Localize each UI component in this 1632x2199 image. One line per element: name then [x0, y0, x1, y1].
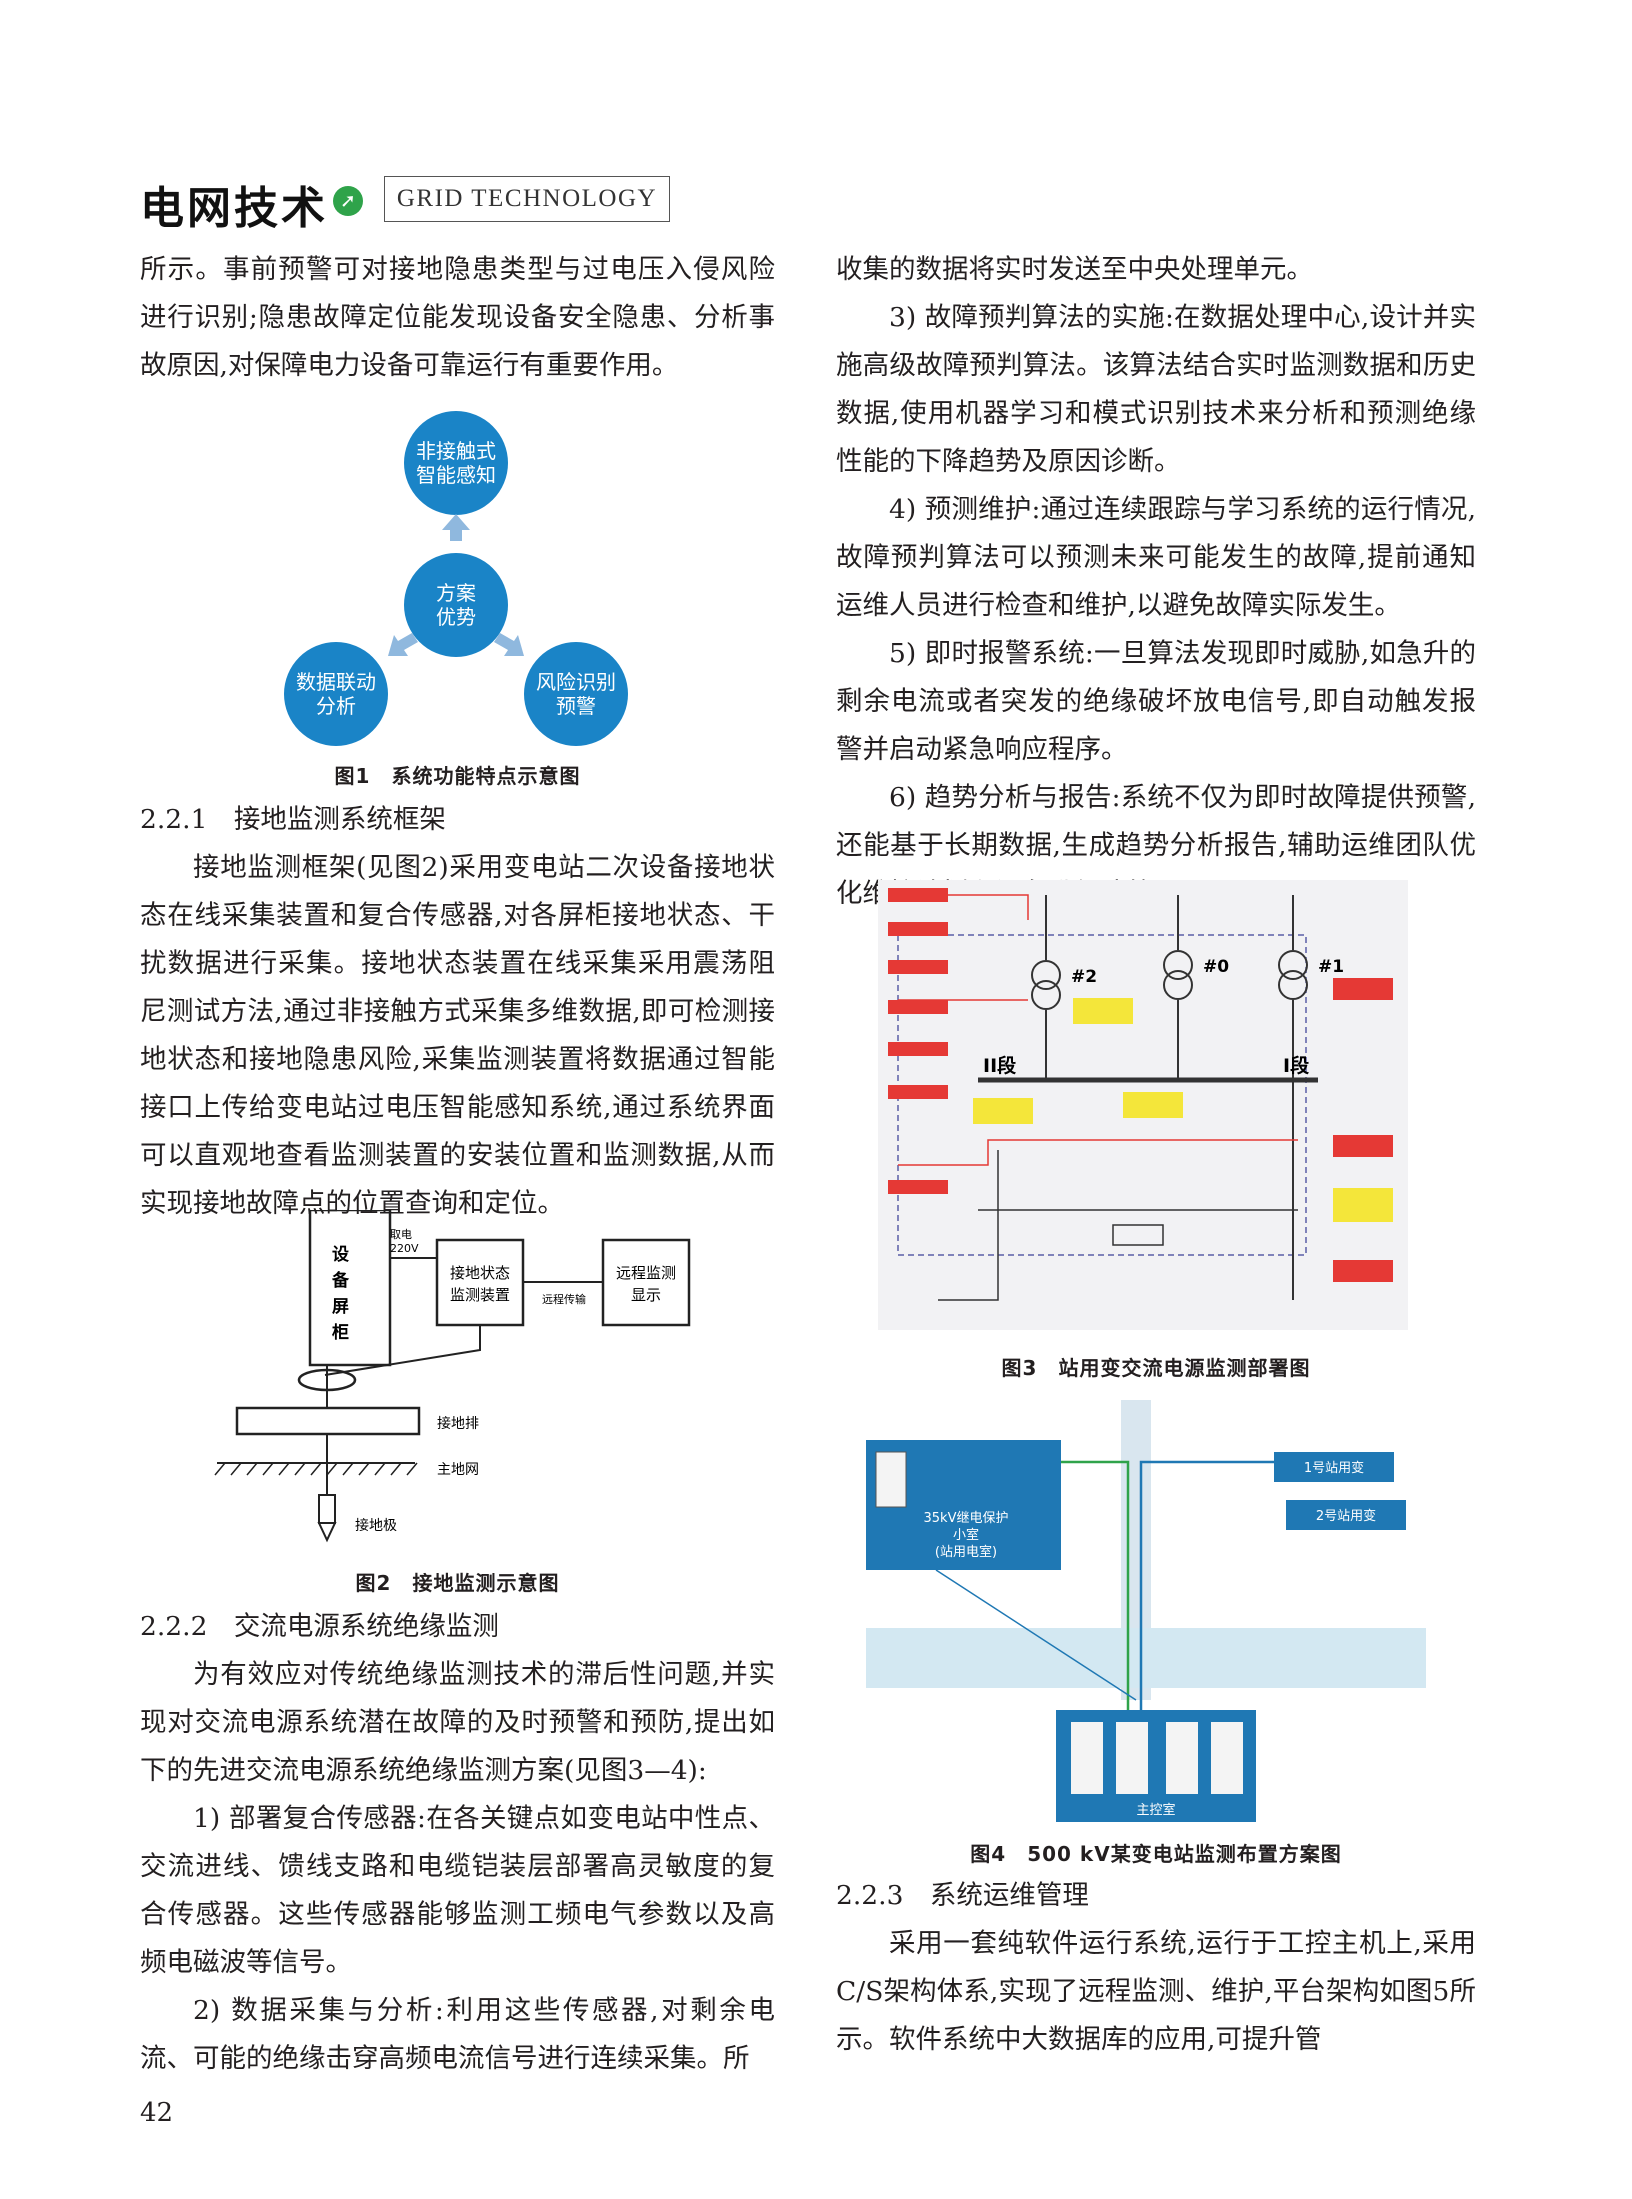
left-column: 所示。事前预警可对接地隐患类型与过电压入侵风险进行识别;隐患故障定位能发现设备安… — [140, 246, 775, 390]
paragraph: 1) 部署复合传感器:在各关键点如变电站中性点、交流进线、馈线支路和电缆铠装层部… — [140, 1803, 775, 1978]
figure-4: 35kV继电保护 小室 (站用电室) 1号站用变 2号站用变 主控室 — [866, 1400, 1426, 1825]
paragraph: 2) 数据采集与分析:利用这些传感器,对剩余电流、可能的绝缘击穿高频电流信号进行… — [140, 1995, 775, 2074]
power-label-2: 220V — [390, 1242, 419, 1255]
arrow-icon: ➚ — [333, 186, 363, 216]
grounding-bar — [235, 1406, 421, 1436]
section-heading-2-2-3: 2.2.3 系统运维管理 — [836, 1880, 1089, 1911]
transmit-label: 远程传输 — [542, 1292, 586, 1306]
right-column-cont: 2.2.3 系统运维管理 采用一套纯软件运行系统,运行于工控主机上,采用C/S架… — [836, 1872, 1476, 2064]
page-number: 42 — [140, 2098, 174, 2128]
figure-2: 设 备 屏 柜 取电 220V 接地状态 监测装置 远程传输 远程监测 显示 接… — [214, 1210, 691, 1543]
right-column: 收集的数据将实时发送至中央处理单元。 3) 故障预判算法的实施:在数据处理中心,… — [836, 246, 1476, 918]
arrow-left-icon — [388, 633, 418, 656]
relay-room-label-2: 小室 — [953, 1527, 979, 1543]
circle-top-line2: 智能感知 — [416, 463, 496, 487]
circle-top — [404, 411, 508, 515]
monitor-device-box — [435, 1238, 525, 1327]
cabinet-label-2: 备 — [331, 1270, 350, 1291]
cabinet-label-4: 柜 — [332, 1322, 349, 1343]
arrow-right-icon — [494, 633, 524, 656]
paragraph: 3) 故障预判算法的实施:在数据处理中心,设计并实施高级故障预判算法。该算法结合… — [836, 302, 1476, 477]
figure-4-caption: 图4 500 kV某变电站监测布置方案图 — [970, 1842, 1342, 1866]
transformer-1-box — [1274, 1452, 1394, 1482]
circle-right-line1: 风险识别 — [536, 670, 616, 694]
monitor-label-2: 监测装置 — [450, 1286, 510, 1304]
paragraph: 所示。事前预警可对接地隐患类型与过电压入侵风险进行识别;隐患故障定位能发现设备安… — [140, 254, 775, 381]
transformer-2-label: #2 — [1071, 967, 1097, 987]
section-heading-2-2-1: 2.2.1 接地监测系统框架 — [140, 804, 446, 835]
grounding-bar-label: 接地排 — [437, 1415, 479, 1432]
circle-center — [404, 553, 508, 657]
left-column-cont: 2.2.1 接地监测系统框架 接地监测框架(见图2)采用变电站二次设备接地状态在… — [140, 796, 775, 1228]
circle-center-line2: 优势 — [436, 605, 476, 629]
paragraph: 采用一套纯软件运行系统,运行于工控主机上,采用C/S架构体系,实现了远程监测、维… — [836, 1928, 1476, 2055]
figure-1: 非接触式 智能感知 方案 优势 数据联动 分析 风险识别 预警 — [284, 411, 628, 746]
arrow-up-icon — [442, 514, 470, 541]
paragraph: 为有效应对传统绝缘监测技术的滞后性问题,并实现对交流电源系统潜在故障的及时预警和… — [140, 1659, 775, 1786]
grounding-rod — [318, 1494, 336, 1524]
paragraph: 接地监测框架(见图2)采用变电站二次设备接地状态在线采集装置和复合传感器,对各屏… — [140, 852, 775, 1219]
remote-label-2: 显示 — [631, 1286, 661, 1304]
journal-section-title: 电网技术 — [140, 183, 328, 234]
figure-3: #2 #0 #1 II段 I段 — [878, 880, 1408, 1330]
transformer-1-label: #1 — [1318, 957, 1344, 977]
figure-2-caption: 图2 接地监测示意图 — [355, 1571, 560, 1595]
remote-label-1: 远程监测 — [616, 1264, 676, 1282]
figure-1-caption: 图1 系统功能特点示意图 — [334, 764, 581, 788]
rod-label: 接地极 — [355, 1517, 397, 1534]
circle-right — [524, 642, 628, 746]
circle-left-line1: 数据联动 — [296, 670, 376, 694]
figure-3-caption: 图3 站用变交流电源监测部署图 — [1001, 1356, 1311, 1380]
relay-room-label-3: (站用电室) — [935, 1544, 997, 1560]
segment-1-label: I段 — [1283, 1054, 1310, 1077]
circle-center-line1: 方案 — [436, 581, 476, 605]
cabinet-label-3: 屏 — [332, 1297, 349, 1317]
circle-left-line2: 分析 — [316, 694, 356, 718]
transformer-1-label: 1号站用变 — [1304, 1460, 1364, 1476]
paragraph: 5) 即时报警系统:一旦算法发现即时威胁,如急升的剩余电流或者突发的绝缘破坏放电… — [836, 638, 1476, 765]
section-heading-2-2-2: 2.2.2 交流电源系统绝缘监测 — [140, 1611, 499, 1642]
cabinet-box — [308, 1210, 392, 1367]
circle-left — [284, 642, 388, 746]
journal-section-subtitle: GRID TECHNOLOGY — [384, 176, 670, 222]
circle-right-line2: 预警 — [556, 694, 596, 718]
monitor-label-1: 接地状态 — [450, 1264, 510, 1282]
circle-top-line1: 非接触式 — [416, 439, 496, 463]
left-column-cont2: 2.2.2 交流电源系统绝缘监测 为有效应对传统绝缘监测技术的滞后性问题,并实现… — [140, 1603, 775, 2083]
segment-2-label: II段 — [983, 1054, 1017, 1077]
paragraph: 4) 预测维护:通过连续跟踪与学习系统的运行情况,故障预判算法可以预测未来可能发… — [836, 494, 1476, 621]
cabinet-label-1: 设 — [332, 1245, 349, 1265]
transformer-2-label: 2号站用变 — [1316, 1508, 1376, 1524]
transformer-2-box — [1286, 1500, 1406, 1530]
main-grid-label: 主地网 — [437, 1462, 479, 1478]
master-room-label: 主控室 — [1136, 1802, 1175, 1818]
relay-room-label-1: 35kV继电保护 — [924, 1511, 1009, 1526]
paragraph: 收集的数据将实时发送至中央处理单元。 — [836, 254, 1313, 285]
power-label-1: 取电 — [390, 1228, 412, 1241]
remote-display-box — [601, 1238, 691, 1327]
transformer-0-label: #0 — [1203, 957, 1229, 977]
water-channel — [866, 1628, 1426, 1688]
